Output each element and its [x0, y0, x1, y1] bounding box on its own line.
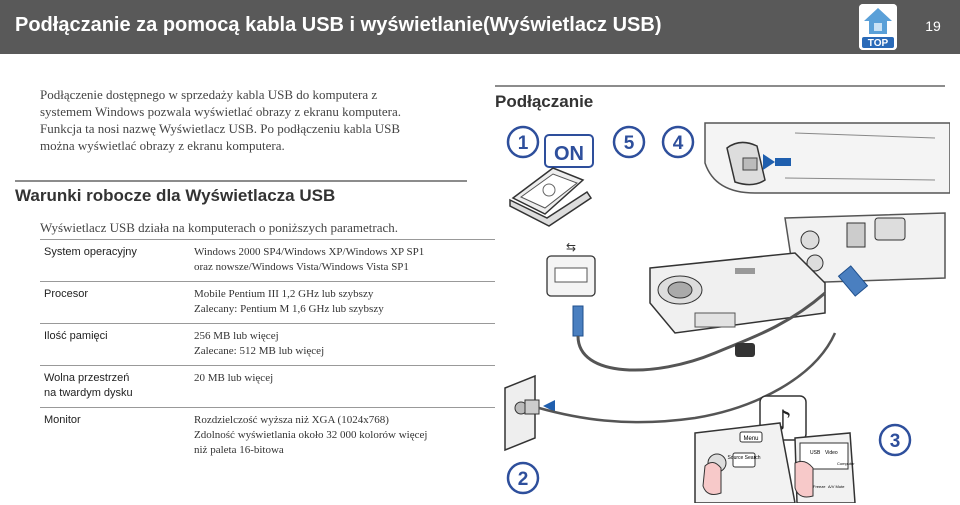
- top-button[interactable]: TOP: [859, 4, 897, 50]
- svg-text:1: 1: [518, 133, 529, 154]
- intro-line: można wyświetlać obrazy z ekranu kompute…: [40, 138, 285, 153]
- svg-text:5: 5: [624, 133, 635, 154]
- step-1-badge: 1: [506, 125, 540, 159]
- page-header: Podłączanie za pomocą kabla USB i wyświe…: [0, 0, 960, 54]
- step-5-badge: 5: [612, 125, 646, 159]
- lens-cover-closeup: [704, 122, 950, 194]
- projector-icon: [649, 252, 826, 334]
- svg-text:A/V Mute: A/V Mute: [828, 484, 845, 489]
- page-number: 19: [925, 18, 941, 34]
- svg-text:3: 3: [890, 431, 901, 452]
- intro-line: Podłączenie dostępnego w sprzedaży kabla…: [40, 87, 378, 102]
- step-2-badge: 2: [506, 461, 540, 495]
- svg-text:4: 4: [673, 133, 684, 154]
- remote-control: Menu Source Search USB Video Computer Fr…: [694, 422, 856, 503]
- intro-line: systemem Windows pozwala wyświetlać obra…: [40, 104, 401, 119]
- row-label: System operacyjny: [44, 246, 137, 258]
- table-row: Monitor Rozdzielczość wyższa niż XGA (10…: [40, 407, 495, 465]
- row-value: 20 MB lub więcej: [194, 372, 274, 384]
- svg-text:USB: USB: [810, 450, 821, 456]
- intro-line: Funkcja ta nosi nazwę Wyświetlacz USB. P…: [40, 121, 401, 136]
- svg-text:Source Search: Source Search: [727, 455, 760, 461]
- usb-cable: ⇆: [546, 240, 869, 372]
- svg-text:Freeze: Freeze: [813, 484, 826, 489]
- connection-diagram: 1 ON 5 4: [504, 122, 950, 503]
- laptop-icon: [509, 167, 593, 227]
- svg-text:Menu: Menu: [743, 436, 758, 442]
- home-icon: TOP: [859, 4, 897, 50]
- on-badge: ON: [544, 134, 594, 168]
- connect-title: Podłączanie: [495, 92, 594, 111]
- intro-paragraph: Podłączenie dostępnego w sprzedaży kabla…: [40, 86, 438, 154]
- connect-divider: [495, 85, 945, 87]
- svg-text:Video: Video: [825, 450, 838, 456]
- section-title: Warunki robocze dla Wyświetlacza USB: [15, 186, 336, 205]
- step-3-badge: 3: [878, 423, 912, 457]
- table-row: Procesor Mobile Pentium III 1,2 GHz lub …: [40, 281, 495, 324]
- row-label: Monitor: [44, 414, 81, 426]
- row-label: Ilość pamięci: [44, 330, 108, 342]
- page-title: Podłączanie za pomocą kabla USB i wyświe…: [15, 14, 662, 36]
- row-value: Rozdzielczość wyższa niż XGA (1024x768)Z…: [194, 414, 428, 456]
- projector-port-closeup: [784, 212, 946, 284]
- svg-text:ON: ON: [554, 143, 584, 165]
- usb-symbol-icon: ⇆: [566, 240, 576, 254]
- row-label: Procesor: [44, 288, 89, 300]
- requirements-intro: Wyświetlacz USB działa na komputerach o …: [40, 220, 399, 235]
- power-cable: [504, 332, 837, 452]
- svg-text:Computer: Computer: [837, 461, 855, 466]
- requirements-table: System operacyjny Windows 2000 SP4/Windo…: [40, 239, 495, 464]
- row-value: Windows 2000 SP4/Windows XP/Windows XP S…: [194, 246, 425, 273]
- section-divider: [15, 180, 467, 182]
- svg-text:2: 2: [518, 469, 529, 490]
- step-4-badge: 4: [661, 125, 695, 159]
- top-label: TOP: [868, 38, 889, 49]
- table-row: System operacyjny Windows 2000 SP4/Windo…: [40, 239, 495, 282]
